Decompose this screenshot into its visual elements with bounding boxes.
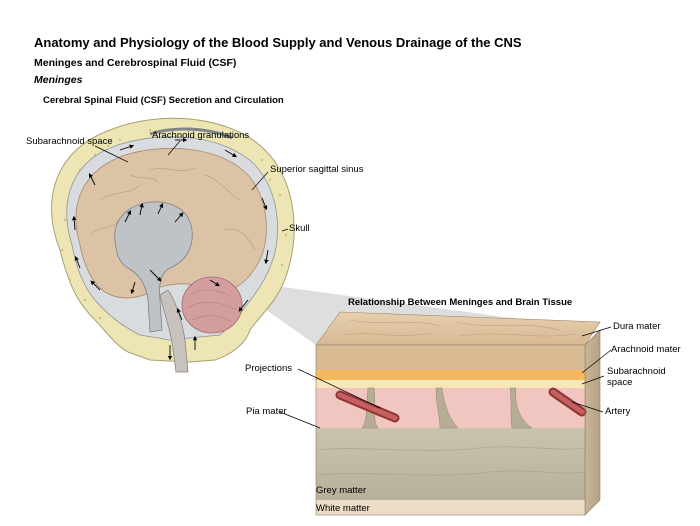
label-subarachnoid-space: Subarachnoid space	[26, 136, 113, 147]
label-subarachnoid-space-line1: Subarachnoid	[607, 366, 666, 377]
inset-side-face	[584, 329, 601, 516]
brain-leader-lines	[94, 140, 289, 232]
grey-matter-layer	[316, 428, 585, 500]
arteries	[335, 387, 587, 423]
label-skull: Skull	[289, 223, 310, 234]
section-title: Meninges and Cerebrospinal Fluid (CSF)	[34, 57, 237, 69]
label-arachnoid-mater: Arachnoid mater	[611, 344, 681, 355]
ventricle	[114, 201, 193, 333]
cerebellum-folia	[187, 289, 237, 323]
page-title: Anatomy and Physiology of the Blood Supp…	[34, 35, 522, 50]
label-white-matter: White matter	[316, 503, 370, 514]
inset-top-face	[315, 311, 601, 346]
cerebellum	[181, 276, 243, 334]
figure-title: Cerebral Spinal Fluid (CSF) Secretion an…	[43, 95, 284, 106]
subsection-title: Meninges	[34, 74, 83, 86]
inset-title: Relationship Between Meninges and Brain …	[348, 297, 573, 308]
label-arachnoid-granulations: Arachnoid granulations	[152, 130, 250, 141]
subarachnoid-layer	[316, 380, 585, 388]
label-dura-mater: Dura mater	[613, 321, 661, 332]
arachnoid-layer	[316, 370, 585, 380]
label-artery: Artery	[605, 406, 631, 417]
brain-gyri	[89, 167, 256, 251]
sagittal-sinus	[149, 127, 233, 140]
label-superior-sagittal-sinus: Superior sagittal sinus	[270, 164, 364, 175]
csf-flow-arrows	[71, 137, 269, 361]
label-grey-matter: Grey matter	[316, 485, 367, 496]
inset-leader-lines	[279, 326, 612, 429]
dura-texture	[344, 319, 576, 337]
label-subarachnoid-space-line2: space	[607, 377, 633, 388]
grey-matter-texture	[315, 446, 586, 476]
label-pia-mater: Pia mater	[246, 406, 287, 417]
dura-layer	[316, 345, 585, 370]
white-matter-layer	[316, 500, 585, 515]
inset-front-outline	[315, 344, 586, 516]
brainstem	[159, 289, 189, 373]
label-projections: Projections	[245, 363, 292, 374]
